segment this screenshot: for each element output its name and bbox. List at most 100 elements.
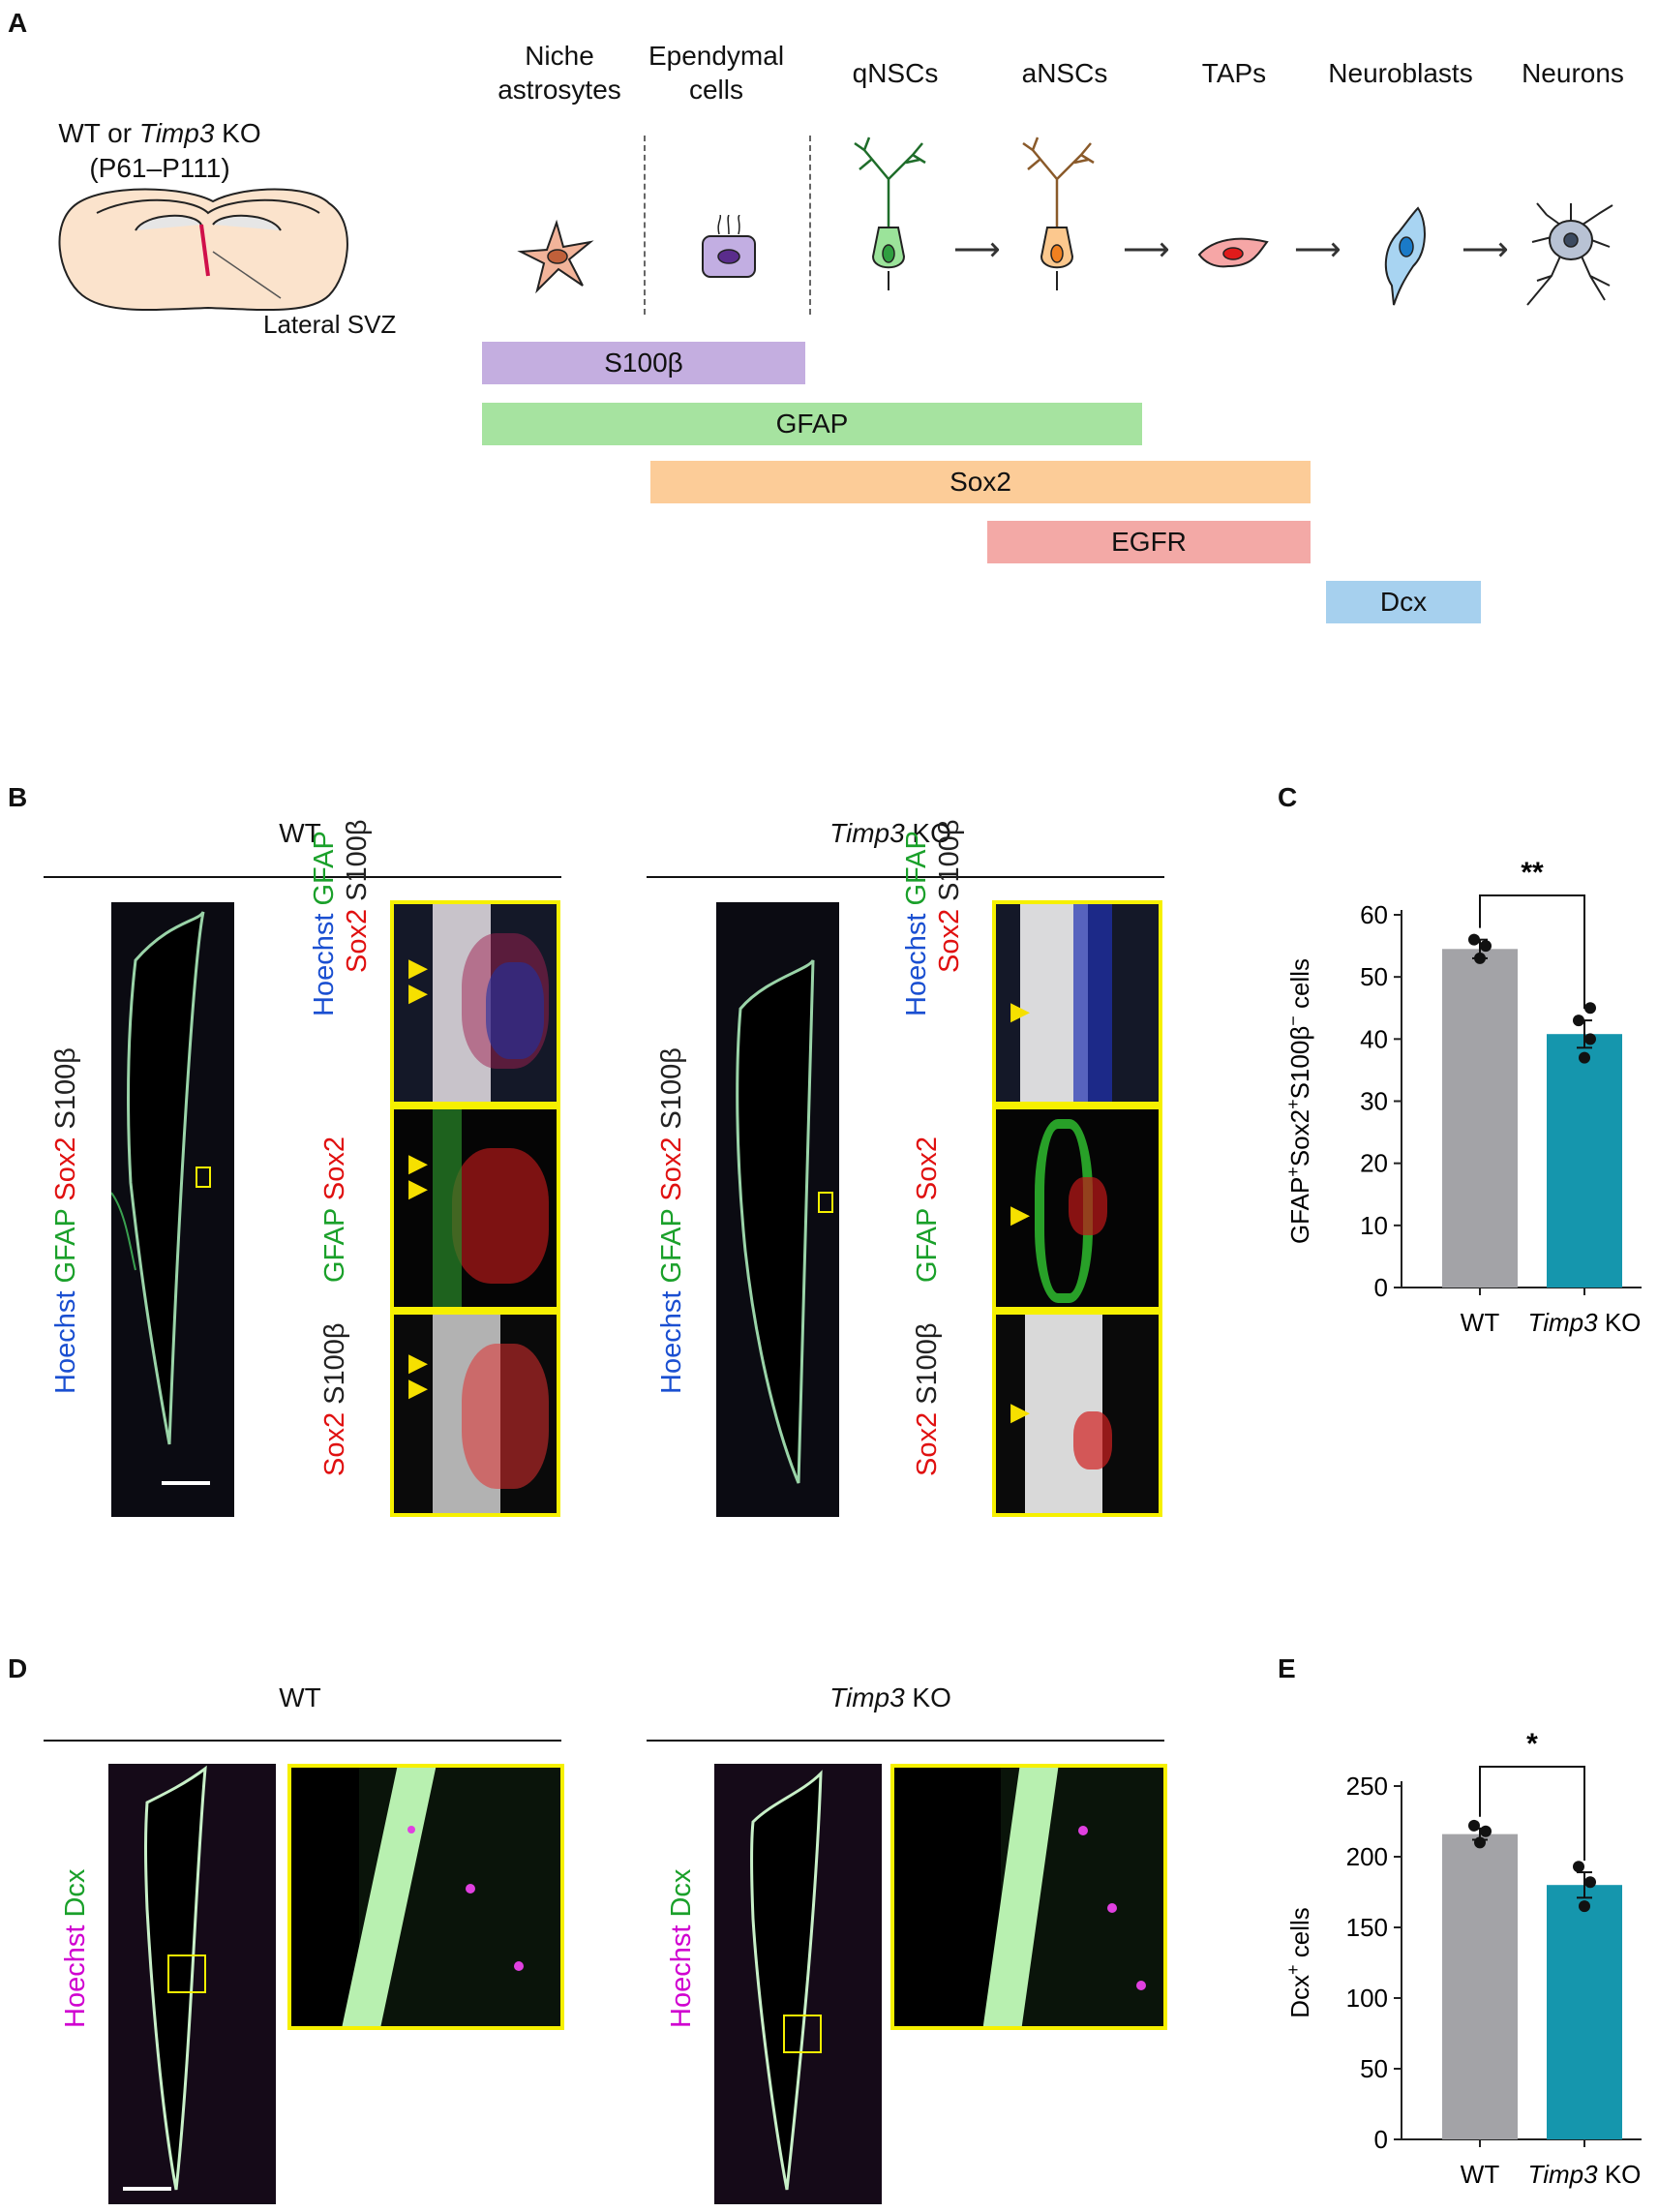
- panel-b-wt-rule: [44, 876, 561, 878]
- panel-c-y-axis-label: GFAP+Sox2+S100β− cells: [1283, 958, 1314, 1244]
- panel-b-ko-inset3-label: Sox2 S100β: [912, 1322, 943, 1476]
- strain-label: WT or Timp3 KO (P61–P111): [19, 116, 300, 186]
- panel-c-data-point: [1579, 1051, 1590, 1064]
- marker-bar-egfr: EGFR: [987, 521, 1311, 563]
- panel-c-bar-1: [1547, 1034, 1622, 1288]
- marker-bar-s100b: S100β: [482, 342, 805, 384]
- qnsc-icon: [854, 136, 926, 290]
- ansc-icon: [1022, 136, 1095, 290]
- cell-label-anscs: aNSCs: [1021, 58, 1108, 88]
- panel-e-y-tick-label: 100: [1346, 1984, 1388, 2013]
- panel-b-wt-inset-merge: ▶▶: [390, 900, 560, 1106]
- panel-c-x-tick-label-0: WT: [1461, 1308, 1500, 1337]
- cell-label-niche-astrocytes: Niche astrosytes: [497, 41, 621, 105]
- panel-b-ko-inset-merge: ▶: [992, 900, 1162, 1106]
- svz-pointer-line: [212, 251, 282, 299]
- panel-b-letter: B: [8, 782, 28, 812]
- panel-b-ko-inset2-label: GFAP Sox2: [912, 1136, 943, 1283]
- panel-d-wt-rule: [44, 1740, 561, 1742]
- panel-c-significance-bracket: [1479, 894, 1585, 1010]
- panel-e-x-tick-label-0: WT: [1461, 2160, 1500, 2189]
- panel-b-wt-inset-sox2-s100b: ▶▶: [390, 1311, 560, 1517]
- panel-e-y-tick-label: 150: [1346, 1913, 1388, 1942]
- panel-c-y-tick-label: 20: [1360, 1149, 1388, 1178]
- strain-suffix: KO: [214, 118, 261, 148]
- arrow-2: ⟶: [1123, 231, 1170, 268]
- panel-e-bar-0: [1442, 1833, 1518, 2139]
- panel-b-ko-rule: [647, 876, 1164, 878]
- panel-d-wt-overview-image: [108, 1764, 276, 2204]
- panel-e-bar-1: [1547, 1885, 1622, 2139]
- panel-e-data-point: [1584, 1876, 1596, 1889]
- panel-d-wt-channel-label: Hoechst Dcx: [60, 1868, 91, 2028]
- panel-d-ko-channel-label: Hoechst Dcx: [666, 1868, 697, 2028]
- divider-1: [644, 136, 646, 315]
- panel-d-wt-inset: [287, 1764, 564, 2030]
- panel-b-ko-inset-sox2-s100b: ▶: [992, 1311, 1162, 1517]
- panel-c-x-tick-label-1: Timp3 KO: [1528, 1308, 1642, 1337]
- panel-c-y-tick-label: 30: [1360, 1087, 1388, 1116]
- panel-d-wt-title: WT: [279, 1682, 321, 1712]
- panel-c-y-tick-label: 10: [1360, 1211, 1388, 1240]
- panel-b-ko-inset1-label: Hoechst GFAP Sox2 S100β: [901, 819, 965, 1016]
- panel-c-y-tick-label: 60: [1360, 900, 1388, 929]
- panel-b-ko-overview-image: [716, 902, 839, 1517]
- panel-c-y-tick-label: 50: [1360, 962, 1388, 991]
- panel-b-ko-title: Timp3 KO: [829, 818, 951, 848]
- panel-b-wt-inset1-label: Hoechst GFAP Sox2 S100β: [309, 819, 373, 1016]
- strain-prefix: WT or: [58, 118, 139, 148]
- panel-c-data-point: [1480, 940, 1492, 953]
- panel-e-letter: E: [1278, 1653, 1296, 1683]
- panel-e-data-point: [1468, 1819, 1480, 1832]
- panel-e-data-point: [1480, 1825, 1492, 1837]
- panel-b-wt-title: WT: [279, 818, 321, 848]
- panel-e-data-point: [1573, 1861, 1584, 1873]
- panel-b-wt-inset2-label: GFAP Sox2: [319, 1136, 350, 1283]
- strain-gene: Timp3: [138, 118, 215, 148]
- marker-bar-gfap: GFAP: [482, 403, 1142, 445]
- cell-label-taps: TAPs: [1201, 58, 1267, 88]
- panel-b-wt-inset-gfap-sox2: ▶▶: [390, 1106, 560, 1311]
- marker-bar-dcx: Dcx: [1326, 581, 1481, 623]
- arrow-1: ⟶: [953, 231, 1001, 268]
- divider-2: [809, 136, 811, 315]
- panel-c-y-tick-label: 0: [1374, 1273, 1388, 1302]
- panel-e-significance-label: *: [1526, 1728, 1538, 1760]
- panel-d-ko-rule: [647, 1740, 1164, 1742]
- panel-c-letter: C: [1278, 782, 1298, 812]
- arrow-4: ⟶: [1462, 231, 1509, 268]
- panel-e-y-tick-label: 50: [1360, 2054, 1388, 2083]
- panel-b-wt-main-channel-label: Hoechst GFAP Sox2 S100β: [50, 1047, 81, 1394]
- panel-d-ko-title: Timp3 KO: [829, 1682, 951, 1712]
- panel-e-y-tick-label: 0: [1374, 2125, 1388, 2154]
- lateral-svz-label: Lateral SVZ: [263, 310, 397, 339]
- panel-e-significance-bracket: [1479, 1766, 1585, 1862]
- panel-c-data-point: [1584, 1033, 1596, 1045]
- neuron-icon: [1526, 202, 1613, 306]
- panel-e-data-point: [1579, 1900, 1590, 1913]
- panel-b-wt-inset3-label: Sox2 S100β: [319, 1322, 350, 1476]
- panel-e-data-point: [1474, 1836, 1486, 1849]
- panel-c-data-point: [1474, 952, 1486, 964]
- cell-label-neurons: Neurons: [1522, 58, 1624, 88]
- marker-bar-sox2: Sox2: [650, 461, 1311, 503]
- panel-b-ko-main-channel-label: Hoechst GFAP Sox2 S100β: [656, 1047, 687, 1394]
- cell-label-neuroblasts: Neuroblasts: [1328, 58, 1473, 88]
- cell-label-qnscs: qNSCs: [852, 58, 939, 88]
- panel-b-ko-inset-gfap-sox2: ▶: [992, 1106, 1162, 1311]
- cell-label-ependymal: Ependymal cells: [648, 41, 785, 105]
- ependymal-cell-icon: [702, 215, 756, 278]
- panel-d-ko-inset: [890, 1764, 1167, 2030]
- panel-d-ko-overview-image: [714, 1764, 882, 2204]
- astrocyte-icon: [517, 219, 594, 294]
- panel-e-y-tick-label: 200: [1346, 1842, 1388, 1871]
- arrow-3: ⟶: [1294, 231, 1341, 268]
- panel-b-wt-overview-image: [111, 902, 234, 1517]
- panel-e-y-axis-label: Dcx+ cells: [1283, 1907, 1314, 2018]
- panel-c-data-point: [1573, 1015, 1584, 1027]
- panel-a-letter: A: [8, 8, 28, 38]
- tap-icon: [1197, 237, 1269, 268]
- brain-section-diagram: [58, 188, 348, 312]
- panel-c-data-point: [1468, 933, 1480, 946]
